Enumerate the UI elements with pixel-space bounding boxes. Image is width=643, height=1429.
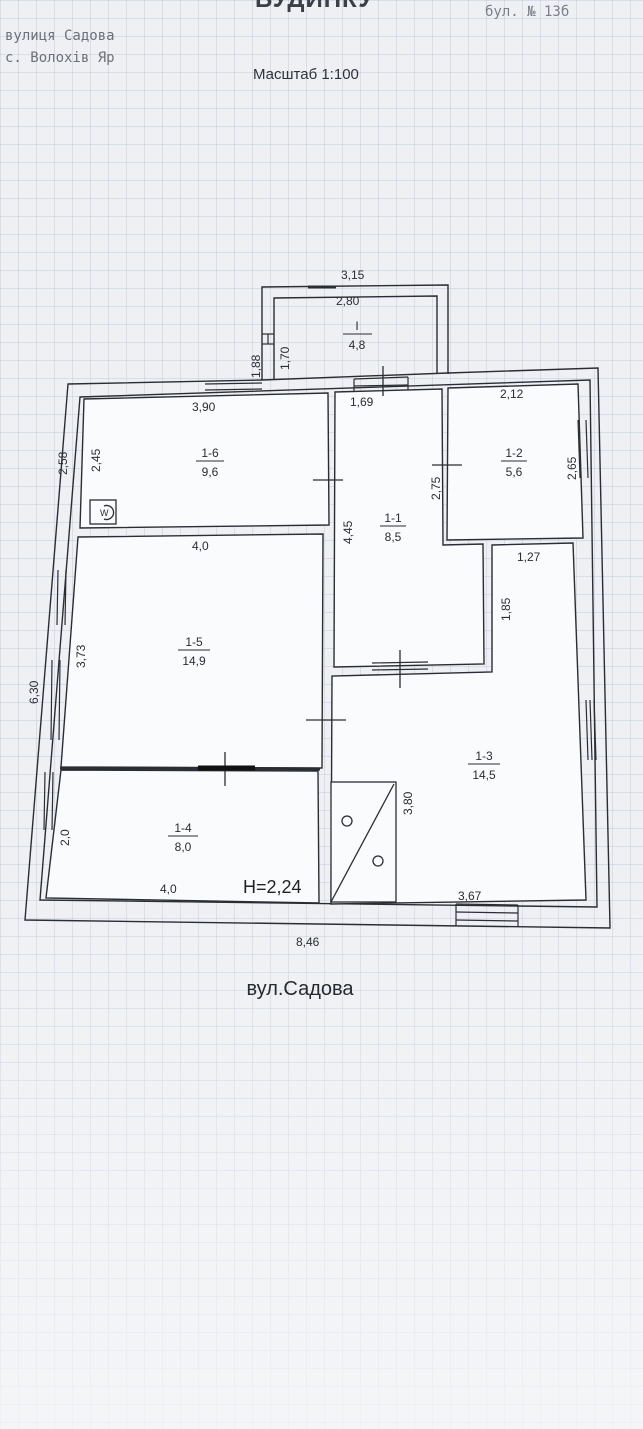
- dim-overall-width: 8,46: [296, 935, 320, 949]
- document-title-fragment: БУДИНКУ: [255, 0, 374, 14]
- dim-room-1-4-width: 4,0: [160, 882, 177, 896]
- room-1-6-number: 1-6: [201, 446, 219, 460]
- dim-corridor-height: 4,45: [341, 520, 355, 544]
- window-room-1-5-left-2: [50, 659, 61, 741]
- house-number-fragment: бул. № 13б: [485, 4, 570, 20]
- dim-left-top-height: 2,58: [56, 451, 70, 475]
- window-porch-left: [262, 333, 274, 345]
- dim-overall-left-height: 6,30: [27, 680, 41, 704]
- house-outer-wall: [24, 367, 611, 929]
- dim-room-1-6-width: 3,90: [192, 400, 216, 414]
- dim-room-1-5-width: 4,0: [192, 539, 209, 553]
- dim-porch-inner-width: 2,80: [336, 294, 360, 308]
- window-room-1-3-bottom: [455, 903, 519, 926]
- window-room-1-5-left-1: [56, 569, 67, 626]
- room-1-5-area: 14,9: [182, 654, 206, 668]
- toilet-icon: [89, 499, 117, 525]
- dim-corridor-width: 1,69: [350, 395, 374, 409]
- room-1-4-number: 1-4: [174, 821, 192, 835]
- room-1-6-area: 9,6: [202, 465, 219, 479]
- dim-room-1-4-height: 2,0: [58, 829, 72, 846]
- room-porch-area: 4,8: [349, 338, 366, 352]
- room-porch-number: I: [355, 319, 358, 333]
- room-1-2-area: 5,6: [506, 465, 523, 479]
- ceiling-height-label: H=2,24: [243, 877, 302, 897]
- house-inner-wall-line: [39, 379, 598, 908]
- window-room-1-2-right: [577, 419, 589, 479]
- room-1-2-number: 1-2: [505, 446, 523, 460]
- dim-porch-left-inner: 1,70: [278, 346, 292, 370]
- dim-room-1-5-height: 3,73: [74, 644, 88, 668]
- room-1-2-outline: [446, 383, 584, 541]
- window-room-1-3-right: [585, 699, 597, 761]
- room-1-1-outline: [333, 388, 485, 668]
- street-label: вул.Садова: [246, 978, 354, 1000]
- village-line: с. Волохів Яр: [5, 50, 115, 66]
- window-room-1-4-left: [43, 771, 54, 831]
- dim-porch-left-outer: 1,88: [249, 354, 263, 378]
- room-1-3-area: 14,5: [472, 768, 496, 782]
- dim-room-1-3-height: 3,80: [401, 791, 415, 815]
- room-1-1-area: 8,5: [385, 530, 402, 544]
- scale-label: Масштаб 1:100: [253, 66, 359, 83]
- partition-wall-1-4-1-5: [59, 766, 321, 771]
- room-1-1-number: 1-1: [384, 511, 402, 525]
- stove-symbol: [330, 781, 397, 903]
- dim-room-1-6-height: 2,45: [89, 448, 103, 472]
- street-line: вулиця Садова: [5, 28, 115, 44]
- room-1-5-outline: [60, 533, 324, 769]
- room-1-5-number: 1-5: [185, 635, 203, 649]
- porch-inner-wall: [273, 295, 438, 380]
- room-1-3-number: 1-3: [475, 749, 493, 763]
- dim-room-1-3-notch-height: 1,85: [499, 597, 513, 621]
- street-label-container: вул.Садова: [0, 978, 600, 1001]
- window-corridor-top: [353, 376, 409, 392]
- dim-room-1-2-width: 2,12: [500, 387, 524, 401]
- dim-room-1-3-bottom-width: 3,67: [458, 889, 482, 903]
- dim-porch-outer-width: 3,15: [341, 268, 365, 282]
- dim-room-1-2-left-height: 2,75: [429, 476, 443, 500]
- dim-room-1-2-right-height: 2,65: [565, 456, 579, 480]
- room-1-4-area: 8,0: [175, 840, 192, 854]
- dim-room-1-3-top-width: 1,27: [517, 550, 541, 564]
- window-room-1-6-top: [204, 382, 263, 391]
- toilet-symbol-label: W: [100, 508, 109, 518]
